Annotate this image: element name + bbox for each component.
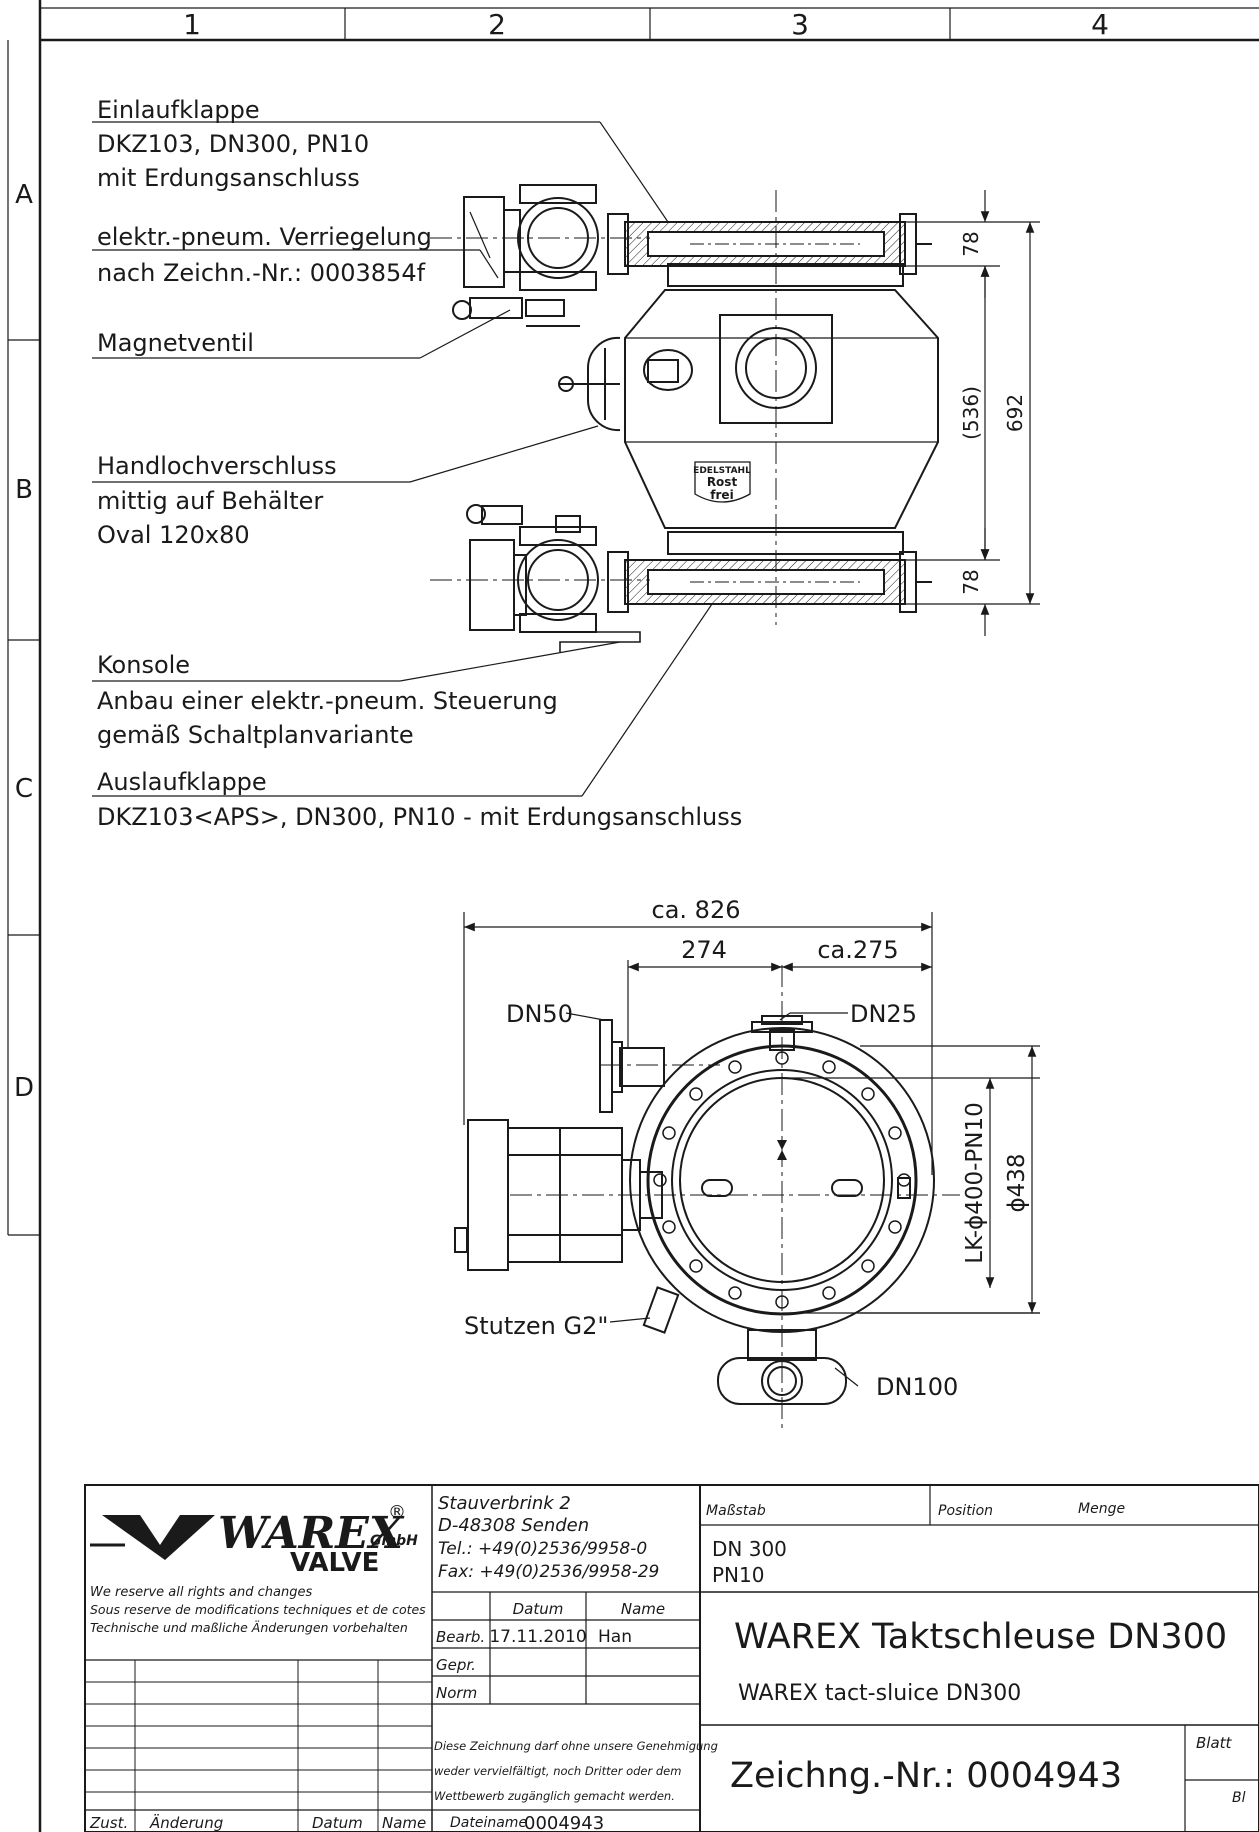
notice-line2: weder vervielfältigt, noch Dritter oder …	[434, 1764, 681, 1778]
label-massstab: Maßstab	[706, 1503, 766, 1519]
callout-auslauf-title: Auslaufklappe	[97, 768, 267, 796]
title-block-texts: WAREX ® GmbH VALVE We reserve all rights…	[89, 1493, 1246, 1832]
address-fax: Fax: +49(0)2536/9958-29	[438, 1562, 659, 1582]
header-datum: Datum	[513, 1600, 564, 1618]
dim-dia-438: ϕ438	[1004, 1153, 1030, 1212]
callout-konsole-ref: gemäß Schaltplanvariante	[97, 721, 414, 749]
value-dateiname: 0004943	[524, 1813, 604, 1832]
dim-ca-275: ca.275	[817, 936, 898, 964]
rights-fr: Sous reserve de modifications techniques…	[90, 1602, 426, 1617]
callout-auslaufklappe: Auslaufklappe DKZ103<APS>, DN300, PN10 -…	[92, 603, 742, 831]
dim-bottom-78: 78	[959, 569, 983, 594]
header-name: Name	[621, 1600, 665, 1618]
address-street: Stauverbrink 2	[438, 1493, 571, 1514]
top-view-dimensions	[463, 912, 1040, 1387]
rights-en: We reserve all rights and changes	[90, 1585, 312, 1600]
dim-ca-826: ca. 826	[652, 896, 741, 924]
brand-warex: WAREX	[218, 1508, 405, 1559]
callout-konsole-desc: Anbau einer elektr.-pneum. Steuerung	[97, 687, 558, 715]
label-stutzen: Stutzen G2"	[464, 1312, 608, 1340]
row-label-c: C	[15, 774, 33, 804]
side-view-drawing	[430, 184, 939, 652]
label-dn50: DN50	[506, 1000, 573, 1028]
drawing-number: Zeichng.-Nr.: 0004943	[730, 1756, 1122, 1796]
callout-verriegelung-ref: nach Zeichn.-Nr.: 0003854f	[97, 259, 426, 287]
dim-top-78: 78	[959, 231, 983, 256]
column-label-2: 2	[488, 8, 506, 41]
badge-edelstahl: EDELSTAHL	[693, 466, 751, 476]
value-bearb-date: 17.11.2010	[489, 1627, 586, 1647]
column-label-3: 3	[791, 8, 809, 41]
rights-de: Technische und maßliche Änderungen vorbe…	[90, 1620, 408, 1635]
label-bearb: Bearb.	[436, 1628, 485, 1646]
label-name-bottom: Name	[382, 1814, 426, 1832]
sheet-row-labels: A B C D	[14, 180, 34, 1103]
title-german: WAREX Taktschleuse DN300	[734, 1617, 1227, 1657]
label-position: Position	[938, 1503, 993, 1519]
callout-verriegelung: elektr.-pneum. Verriegelung nach Zeichn.…	[92, 223, 499, 287]
brand-gmbh: GmbH	[370, 1533, 418, 1549]
sheet-column-labels: 1 2 3 4	[183, 8, 1109, 41]
callout-einlauf-spec: DKZ103, DN300, PN10	[97, 130, 369, 158]
callout-auslauf-spec: DKZ103<APS>, DN300, PN10 - mit Erdungsan…	[97, 803, 742, 831]
column-label-4: 4	[1091, 8, 1109, 41]
notice-line1: Diese Zeichnung darf ohne unsere Genehmi…	[434, 1739, 718, 1753]
title-block	[84, 1484, 1259, 1832]
top-view-dimension-labels: ca. 826 274 ca.275 DN50 DN25 Stutzen G2"…	[464, 896, 1030, 1401]
callout-magnetventil: Magnetventil	[92, 309, 511, 359]
value-bearb-name: Han	[598, 1627, 632, 1647]
callout-handloch-pos: mittig auf Behälter	[97, 487, 323, 515]
sheet-frame	[7, 0, 1259, 1832]
dim-total-692: 692	[1003, 394, 1027, 432]
callout-einlaufklappe: Einlaufklappe DKZ103, DN300, PN10 mit Er…	[92, 96, 669, 223]
label-gepr: Gepr.	[436, 1656, 476, 1674]
badge-rost: Rost	[707, 475, 738, 489]
notice-line3: Wettbewerb zugänglich gemacht werden.	[434, 1789, 675, 1803]
dim-274: 274	[681, 936, 727, 964]
callout-konsole: Konsole Anbau einer elektr.-pneum. Steue…	[92, 641, 621, 749]
value-pn10: PN10	[712, 1563, 764, 1587]
title-english: WAREX tact-sluice DN300	[738, 1681, 1021, 1706]
column-label-1: 1	[183, 8, 201, 41]
warex-logo-mark	[102, 1515, 215, 1560]
label-dn25: DN25	[850, 1000, 917, 1028]
label-zust: Zust.	[89, 1814, 128, 1832]
brand-registered: ®	[388, 1502, 406, 1523]
row-label-d: D	[14, 1073, 34, 1103]
label-dateiname: Dateiname	[450, 1815, 527, 1831]
dim-lk-400: LK-ϕ400-PN10	[962, 1102, 988, 1264]
label-norm: Norm	[436, 1684, 477, 1702]
address-tel: Tel.: +49(0)2536/9958-0	[438, 1539, 647, 1559]
side-view-dimensions	[906, 190, 1040, 636]
callout-handloch-size: Oval 120x80	[97, 521, 250, 549]
callout-einlauf-ground: mit Erdungsanschluss	[97, 164, 360, 192]
row-label-a: A	[15, 180, 33, 210]
side-view-dimension-labels: 78 (536) 692 78	[959, 231, 1027, 594]
side-view-badge-text: EDELSTAHL Rost frei	[693, 466, 751, 502]
label-datum-bottom: Datum	[312, 1814, 363, 1832]
label-bl: Bl	[1232, 1790, 1246, 1806]
address-city: D-48308 Senden	[438, 1515, 589, 1536]
row-label-b: B	[15, 475, 33, 505]
label-blatt: Blatt	[1196, 1734, 1233, 1752]
dim-mid-536: (536)	[959, 386, 983, 440]
brand-valve: VALVE	[290, 1548, 379, 1578]
callout-verriegelung-title: elektr.-pneum. Verriegelung	[97, 223, 432, 251]
callout-handloch-title: Handlochverschluss	[97, 452, 337, 480]
top-view-drawing	[454, 965, 960, 1430]
label-menge: Menge	[1078, 1501, 1125, 1517]
callout-handlochverschluss: Handlochverschluss mittig auf Behälter O…	[92, 425, 599, 549]
callout-konsole-title: Konsole	[97, 651, 190, 679]
value-dn300: DN 300	[712, 1537, 787, 1561]
label-aenderung: Änderung	[149, 1813, 223, 1832]
callout-einlauf-title: Einlaufklappe	[97, 96, 260, 124]
badge-frei: frei	[710, 488, 733, 502]
callout-magnet-title: Magnetventil	[97, 329, 254, 357]
label-dn100: DN100	[876, 1373, 958, 1401]
